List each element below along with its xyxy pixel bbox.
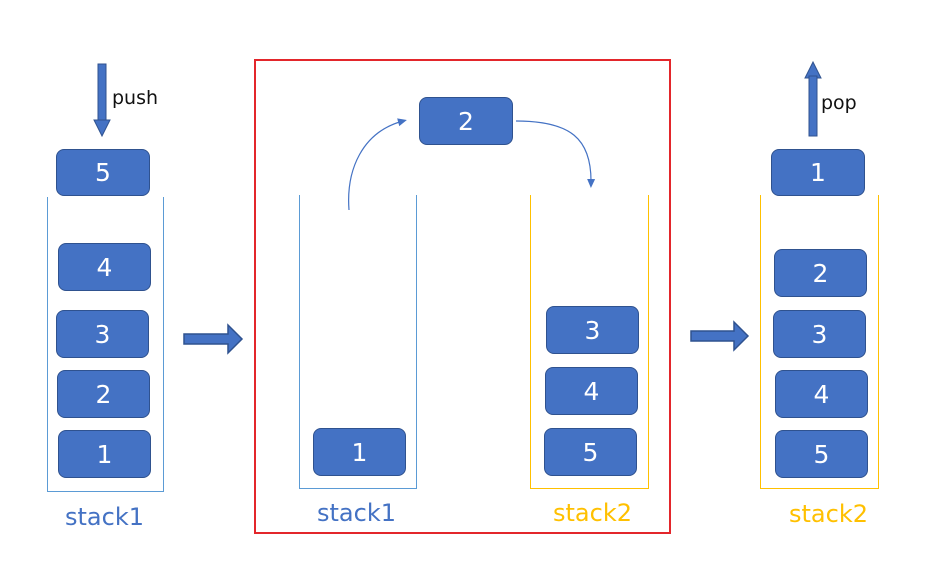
transfer-stack1-label: stack1 (317, 499, 396, 527)
incoming-box: 5 (56, 149, 150, 196)
stack2-label: stack2 (789, 500, 868, 528)
stack1-container (47, 197, 164, 492)
transfer-stack2-container (530, 195, 649, 489)
stack2-item: 5 (775, 430, 868, 478)
transfer-stack2-item: 3 (546, 306, 639, 354)
stack2-container (760, 195, 879, 489)
curve-arrow-to-top (348, 118, 407, 211)
outgoing-box: 1 (771, 149, 865, 196)
push-arrow (93, 63, 111, 138)
stack1-item: 2 (57, 370, 150, 418)
moving-box: 2 (419, 97, 513, 145)
pop-label: pop (821, 92, 857, 114)
curve-arrow-to-stack2 (515, 120, 596, 188)
transfer-stack2-label: stack2 (553, 499, 632, 527)
transfer-frame (254, 59, 671, 534)
pop-arrow (804, 60, 822, 137)
stage-arrow-2 (690, 320, 750, 352)
stack2-item: 3 (773, 310, 866, 358)
stack2-item: 2 (774, 249, 867, 297)
push-label: push (112, 87, 159, 109)
transfer-stack1-container (299, 195, 417, 489)
transfer-stack2-item: 4 (545, 367, 638, 415)
stack1-label: stack1 (65, 503, 144, 531)
stack1-item: 3 (56, 310, 149, 358)
stage-arrow-1 (183, 323, 244, 355)
transfer-stack1-item: 1 (313, 428, 406, 476)
stack2-item: 4 (775, 370, 868, 418)
stack1-item: 1 (58, 430, 151, 478)
stack1-item: 4 (58, 243, 151, 291)
transfer-stack2-item: 5 (544, 428, 637, 476)
